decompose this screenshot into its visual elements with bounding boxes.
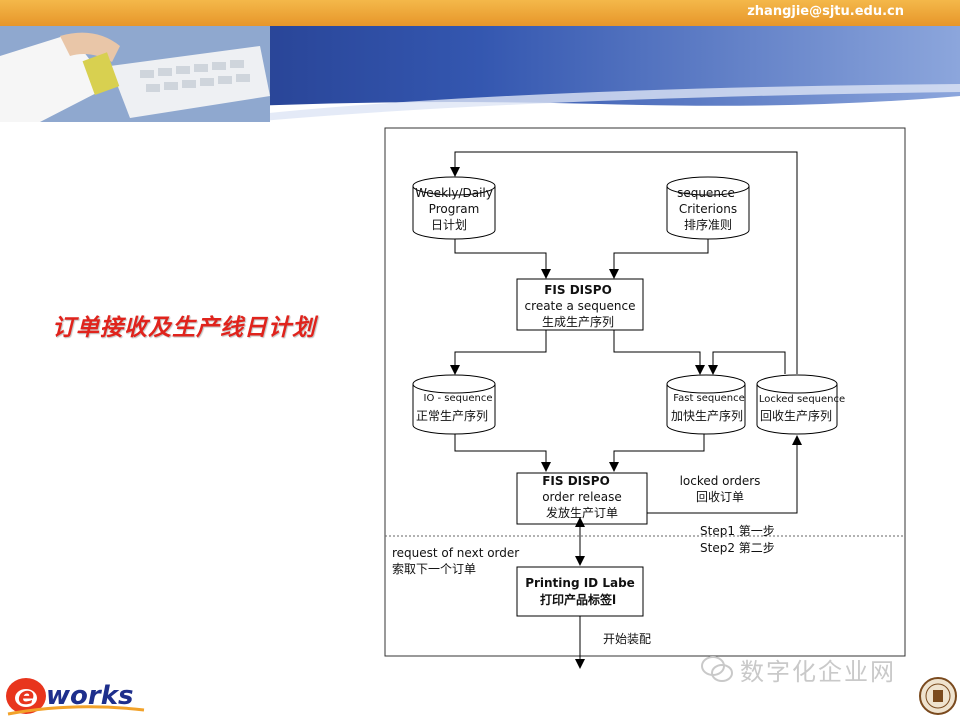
slide-title: 订单接收及生产线日计划: [52, 315, 316, 341]
fis-dispo-create-box: FIS DISPO create a sequence 生成生产序列: [516, 278, 644, 331]
fis1-label-3: 生成生产序列: [542, 314, 614, 329]
io-label-1: IO - sequence: [424, 393, 493, 404]
fast-sequence-db: Fast sequence 加快生产序列: [666, 374, 746, 435]
fis2-label-2: order release: [542, 490, 622, 504]
diagram-frame: [384, 127, 906, 657]
arrow-feedback-to-weekly: [450, 151, 798, 374]
step1-label: Step1 第一步: [700, 524, 775, 538]
eworks-logo: e works: [6, 678, 145, 716]
fis2-label-3: 发放生产订单: [546, 505, 618, 520]
arrow-io-to-fis2: [454, 434, 551, 472]
header-email: zhangjie@sjtu.edu.cn: [747, 4, 904, 19]
header-banner: [0, 26, 960, 136]
arrow-fast-to-fis2: [609, 434, 705, 472]
locked-orders-label-2: 回收订单: [696, 490, 744, 504]
fis2-label-1: FIS DISPO: [542, 474, 610, 488]
weekly-label-1: Weekly/Daily: [415, 186, 493, 200]
printing-label-1: Printing ID Labe: [525, 576, 635, 590]
locked-sequence-db: Locked sequence 回收生产序列: [756, 374, 845, 435]
arrow-locked-to-fast: [708, 351, 786, 375]
weekly-label-3: 日计划: [431, 218, 467, 232]
locked-orders-label-1: locked orders: [680, 474, 761, 488]
printing-label-2: 打印产品标签l: [540, 592, 616, 607]
fis1-label-1: FIS DISPO: [544, 283, 612, 297]
arrow-weekly-to-fis1: [454, 239, 551, 279]
request-label-1: request of next order: [392, 546, 519, 560]
fis1-label-2: create a sequence: [525, 299, 636, 313]
request-label-2: 索取下一个订单: [392, 562, 476, 576]
io-sequence-db: IO - sequence 正常生产序列: [412, 374, 496, 435]
wechat-icon: [701, 656, 733, 682]
arrow-fis1-to-fast: [613, 330, 705, 375]
locked-label-2: 回收生产序列: [760, 408, 832, 423]
university-seal-icon: [919, 677, 957, 715]
top-bar: zhangjie@sjtu.edu.cn: [0, 0, 960, 26]
weekly-program-db: Weekly/Daily Program 日计划: [412, 176, 496, 240]
arrow-fis1-to-io: [450, 330, 547, 375]
fis-dispo-release-box: FIS DISPO order release 发放生产订单: [516, 472, 648, 525]
arrow-criterions-to-fis1: [609, 239, 709, 279]
start-assembly-label: 开始装配: [603, 632, 651, 646]
fast-label-1: Fast sequence: [673, 393, 744, 404]
criterions-db: sequence Criterions 排序准则: [666, 176, 750, 240]
printing-id-label-box: Printing ID Labe 打印产品标签l: [516, 566, 644, 617]
fast-label-2: 加快生产序列: [671, 408, 743, 423]
step2-label: Step2 第二步: [700, 541, 775, 555]
locked-label-1: Locked sequence: [759, 394, 845, 405]
svg-text:e: e: [18, 682, 34, 710]
io-label-2: 正常生产序列: [416, 408, 488, 423]
criterions-label-3: 排序准则: [684, 217, 732, 232]
arrow-fis2-to-locked: [647, 435, 802, 514]
criterions-label-1: sequence: [677, 186, 735, 200]
watermark-text: 数字化企业网: [740, 658, 896, 686]
criterions-label-2: Criterions: [679, 202, 737, 216]
weekly-label-2: Program: [429, 202, 480, 216]
